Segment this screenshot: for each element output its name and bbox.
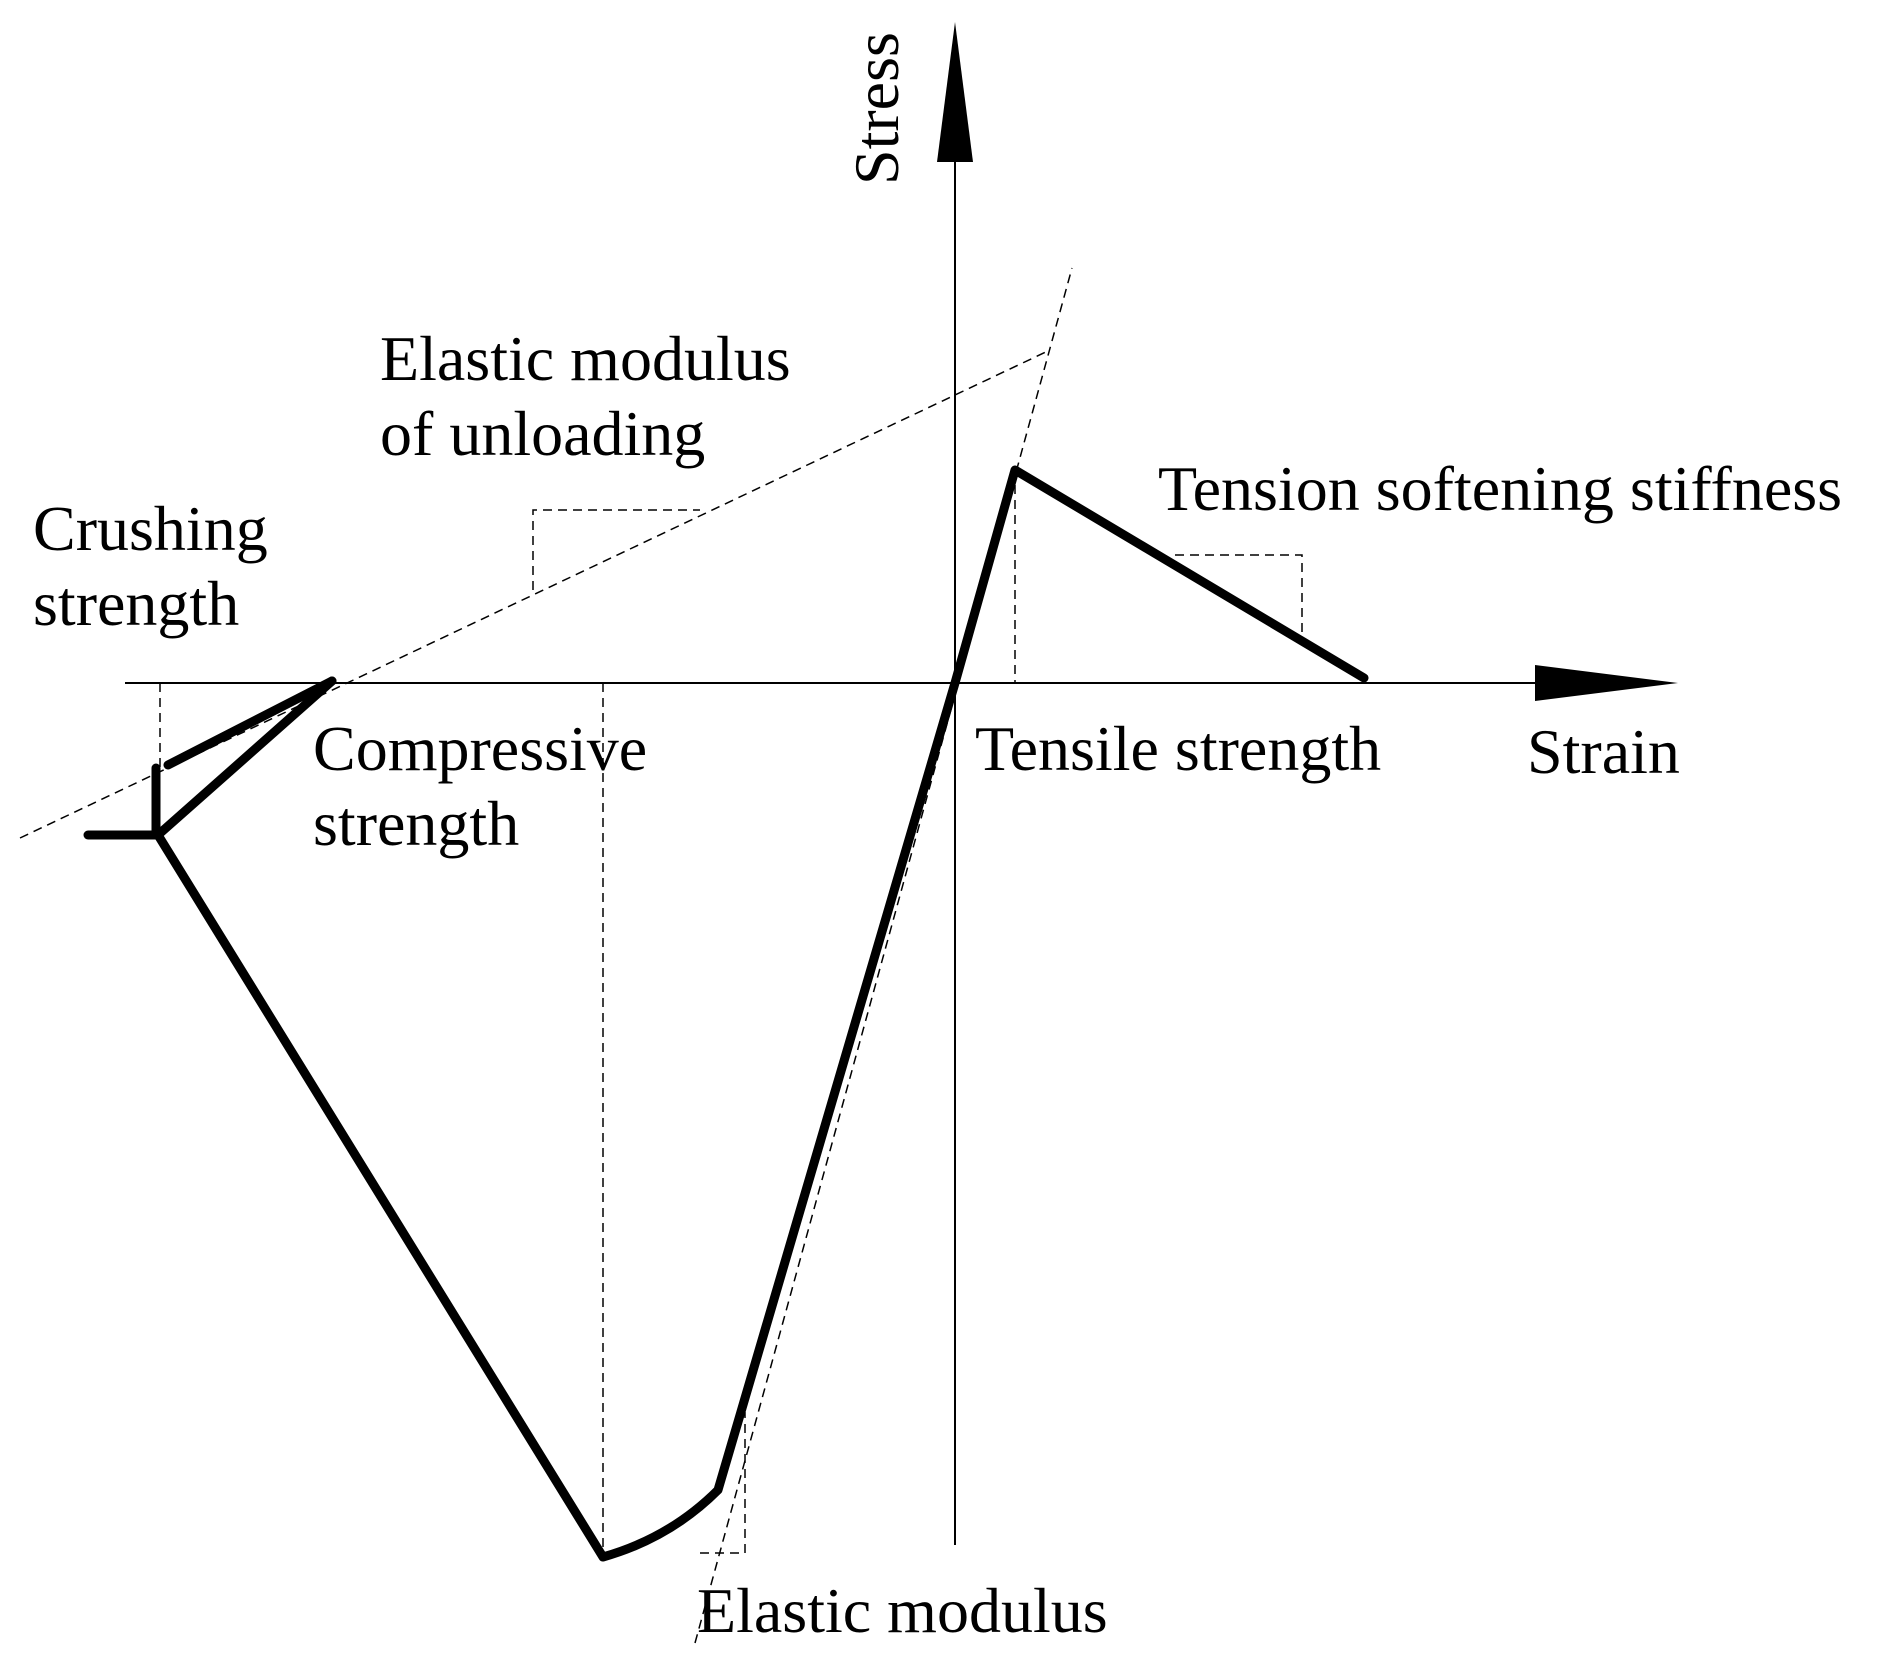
tension-softening-stiffness-label: Tension softening stiffness <box>1158 453 1842 524</box>
unloading-slope-triangle <box>532 509 700 590</box>
compressive-strength-label-line2: strength <box>313 788 519 859</box>
crushing-strength-label-line1: Crushing <box>33 493 268 564</box>
unloading-modulus-line <box>19 349 1051 839</box>
elastic-modulus-unloading-label-line2: of unloading <box>380 398 705 469</box>
strain-axis-label: Strain <box>1527 716 1680 787</box>
crushing-strength-label-line2: strength <box>33 568 239 639</box>
loading-unloading-path <box>153 465 1369 1562</box>
strain-axis-arrowhead <box>1535 665 1678 701</box>
stress-axis-arrowhead <box>937 22 973 162</box>
stress-axis-label: Stress <box>841 32 912 185</box>
compressive-strength-label-line1: Compressive <box>313 713 647 784</box>
reload-line-lower <box>153 676 337 840</box>
elastic-modulus-label: Elastic modulus <box>697 1575 1108 1646</box>
softening-slope-triangle <box>1175 554 1303 635</box>
tensile-strength-label: Tensile strength <box>975 713 1381 784</box>
elastic-modulus-unloading-label-line1: Elastic modulus <box>380 323 791 394</box>
dashed-guides <box>19 267 1303 1644</box>
stress-strain-curve <box>83 465 1369 1562</box>
reload-line-upper <box>163 676 337 770</box>
elastic-modulus-slope-triangle <box>700 1412 746 1554</box>
